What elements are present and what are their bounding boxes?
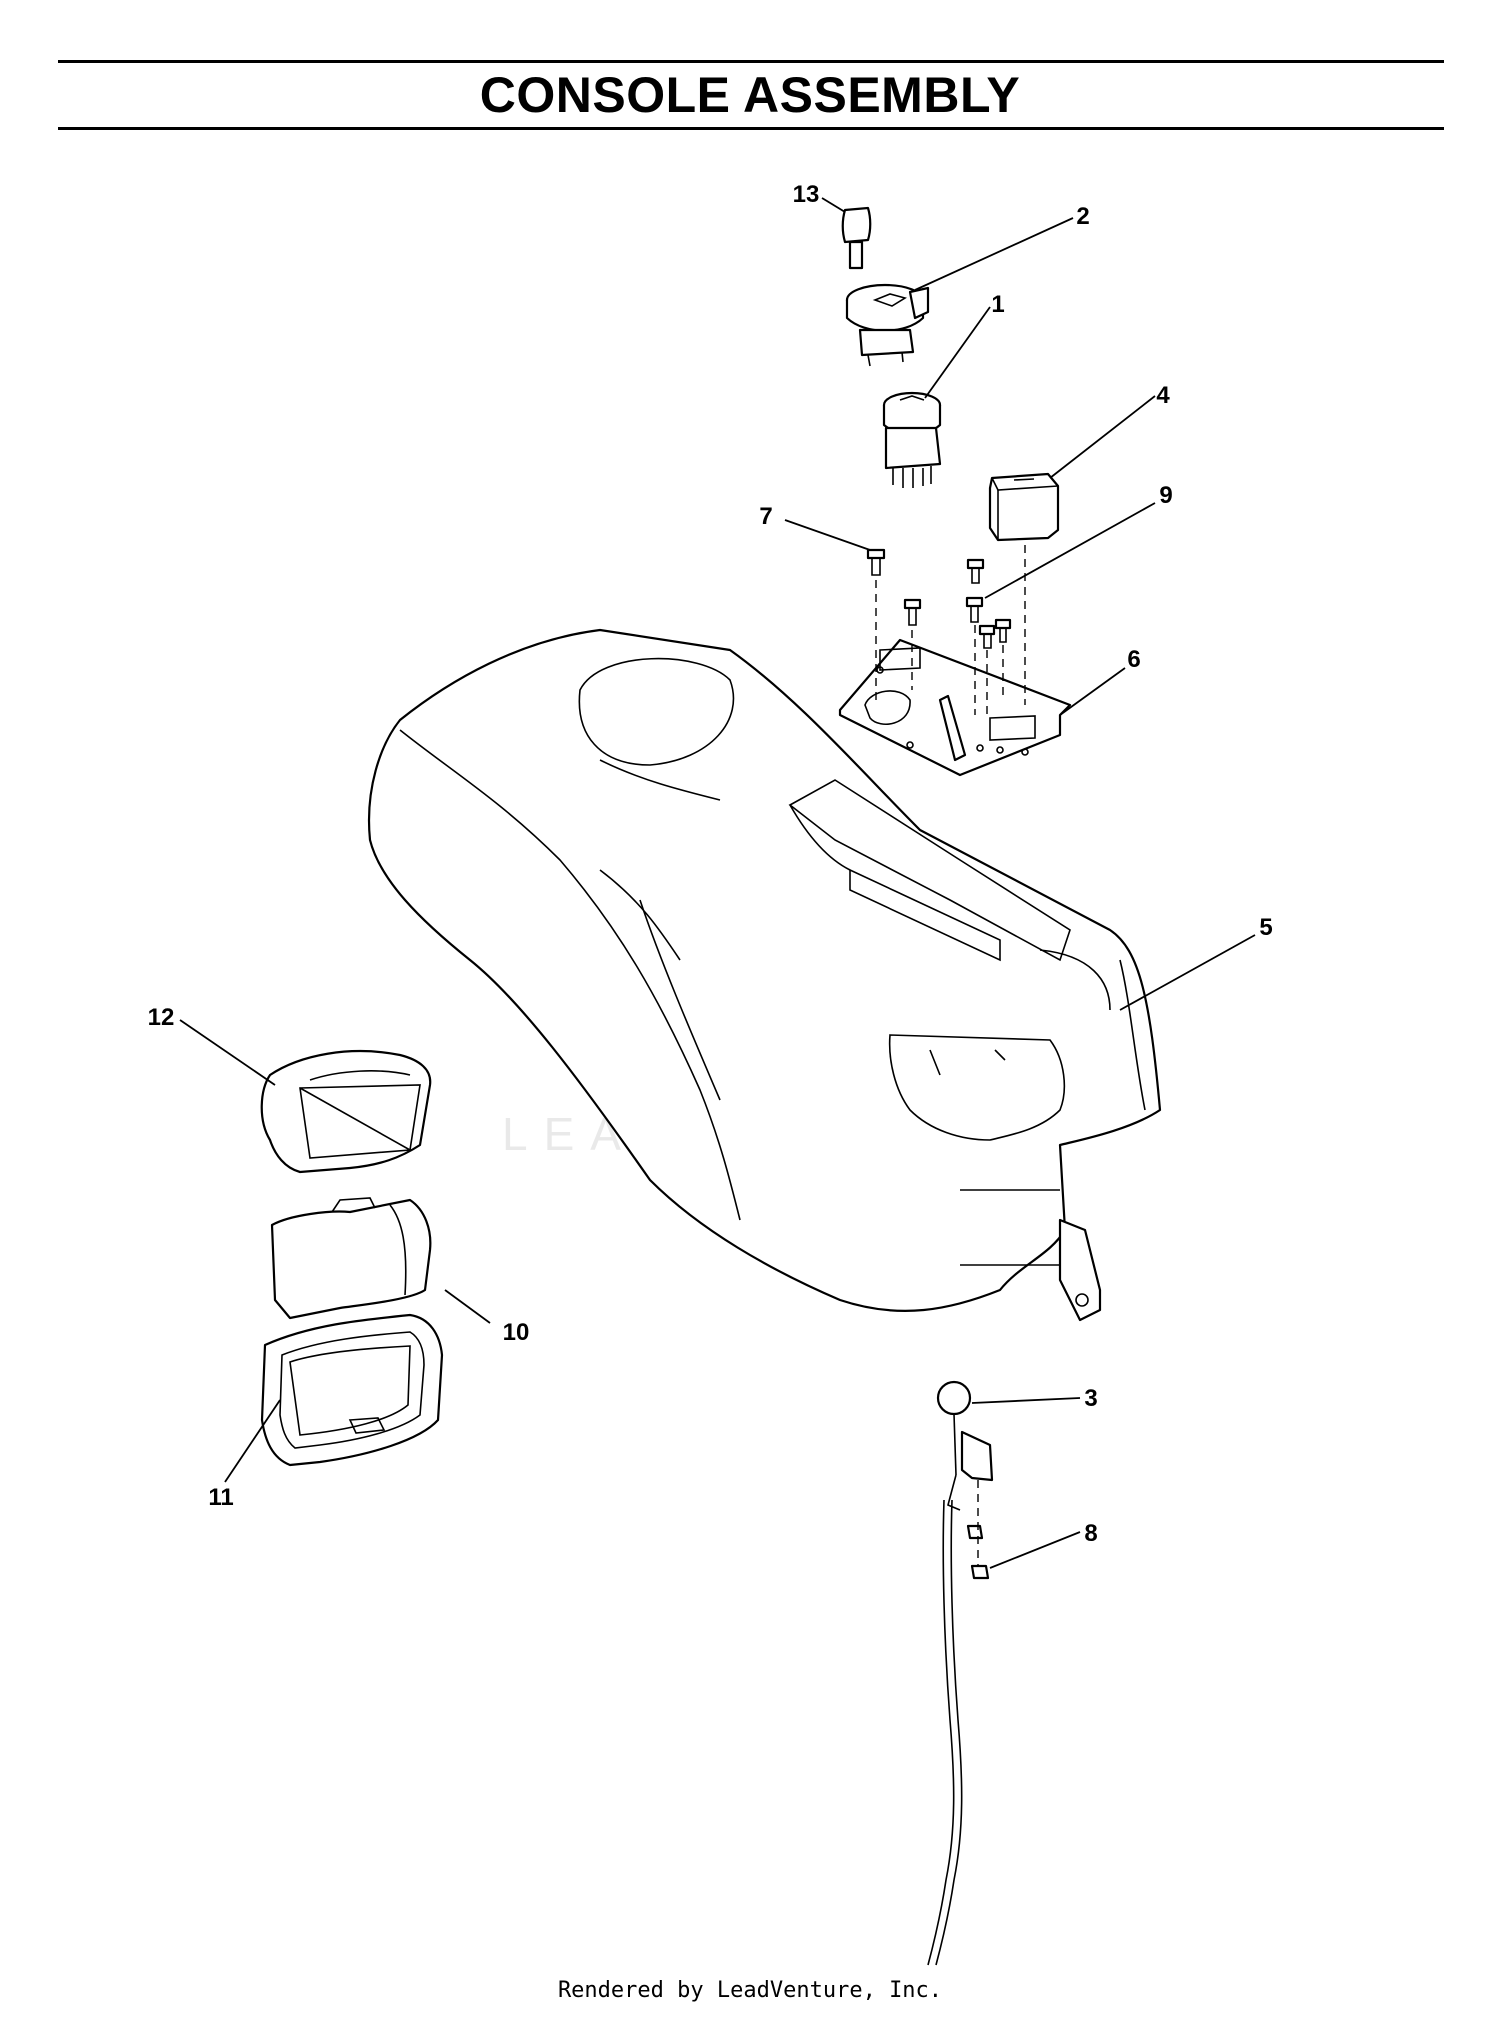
mounting-plate (838, 638, 1072, 777)
console-body (367, 628, 1162, 1322)
ignition-switch (845, 283, 930, 367)
pto-switch (882, 391, 942, 488)
callout-13: 13 (793, 181, 820, 208)
callout-1: 1 (991, 291, 1004, 318)
lens (270, 1197, 432, 1320)
callout-6: 6 (1127, 646, 1140, 673)
title-rule-top (58, 60, 1444, 63)
ignition-key (841, 206, 872, 270)
page-title: CONSOLE ASSEMBLY (479, 67, 1021, 123)
screws (866, 548, 1012, 715)
title-rule-bottom (58, 127, 1444, 130)
callout-3: 3 (1084, 1385, 1097, 1412)
callout-2: 2 (1076, 203, 1089, 230)
bezel (260, 1049, 432, 1174)
callout-12: 12 (148, 1004, 175, 1031)
callout-4: 4 (1156, 382, 1170, 409)
hour-meter (988, 472, 1060, 705)
throttle-control (927, 1380, 994, 1966)
callout-10: 10 (503, 1319, 530, 1346)
gasket (260, 1313, 444, 1467)
callout-11: 11 (208, 1484, 233, 1511)
footer-credit: Rendered by LeadVenture, Inc. (557, 1978, 943, 2003)
callout-9: 9 (1159, 482, 1172, 509)
callout-5: 5 (1259, 914, 1272, 941)
callouts: 1 2 3 4 5 6 7 8 9 10 11 12 13 (148, 181, 1273, 1547)
leader-lines (179, 197, 1256, 1569)
callout-7: 7 (759, 503, 772, 530)
callout-8: 8 (1084, 1520, 1097, 1547)
